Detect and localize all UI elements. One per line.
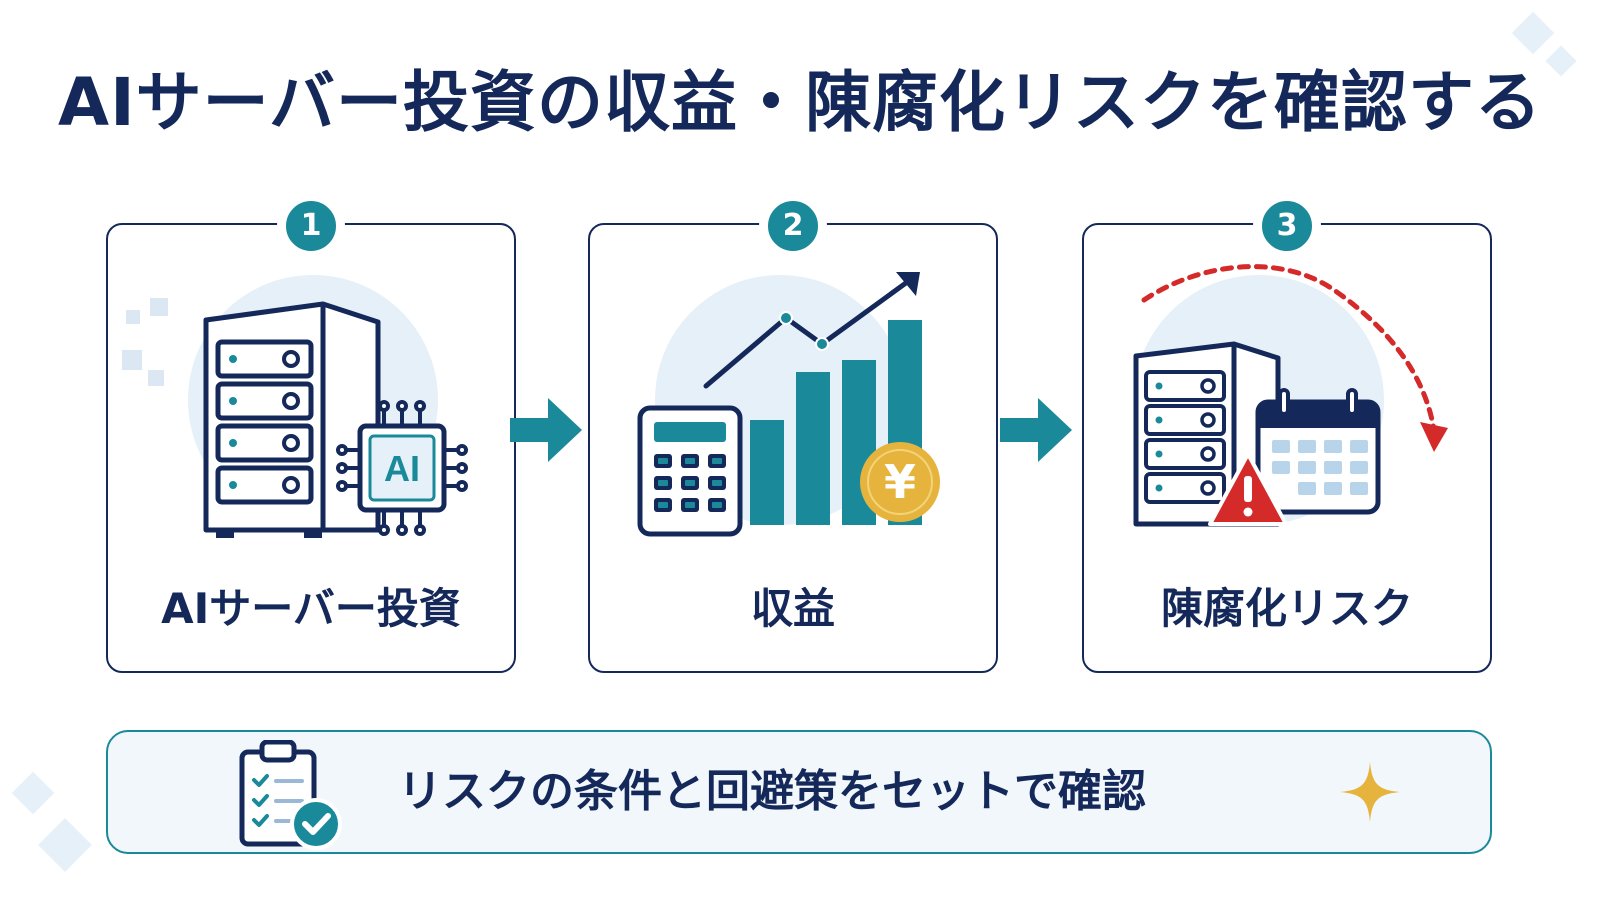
step-number-badge: 1 xyxy=(277,192,345,260)
summary-banner: リスクの条件と回避策をセットで確認 xyxy=(106,730,1492,854)
yen-symbol: ¥ xyxy=(884,455,916,509)
step-card-revenue: 2 xyxy=(588,192,998,673)
flow-arrow-icon xyxy=(510,398,582,462)
step-label: 収益 xyxy=(750,584,835,633)
decor-diamond xyxy=(1511,11,1555,55)
server-calendar-warning-icon xyxy=(1133,264,1448,527)
summary-text: リスクの条件と回避策をセットで確認 xyxy=(398,766,1146,817)
step-card-obsolescence-risk: 3 xyxy=(1082,192,1492,673)
decor-diamond xyxy=(11,771,55,815)
page-title: AIサーバー投資の収益・陳腐化リスクを確認する xyxy=(58,64,1542,141)
step-label: AIサーバー投資 xyxy=(161,584,461,633)
step-card-ai-server-investment: 1 xyxy=(106,192,516,673)
decor-diamond xyxy=(38,818,92,872)
ai-chip-label: AI xyxy=(384,448,420,489)
flow-arrow-icon xyxy=(1000,398,1072,462)
sparkle-icon xyxy=(1340,762,1400,822)
step-label: 陳腐化リスク xyxy=(1160,584,1413,633)
growth-chart-calculator-icon: ¥ xyxy=(637,272,940,537)
step-number-badge: 2 xyxy=(759,192,827,260)
ai-server-icon: AI xyxy=(122,275,468,538)
step-number-badge: 3 xyxy=(1253,192,1321,260)
checklist-clipboard-icon xyxy=(239,740,342,850)
